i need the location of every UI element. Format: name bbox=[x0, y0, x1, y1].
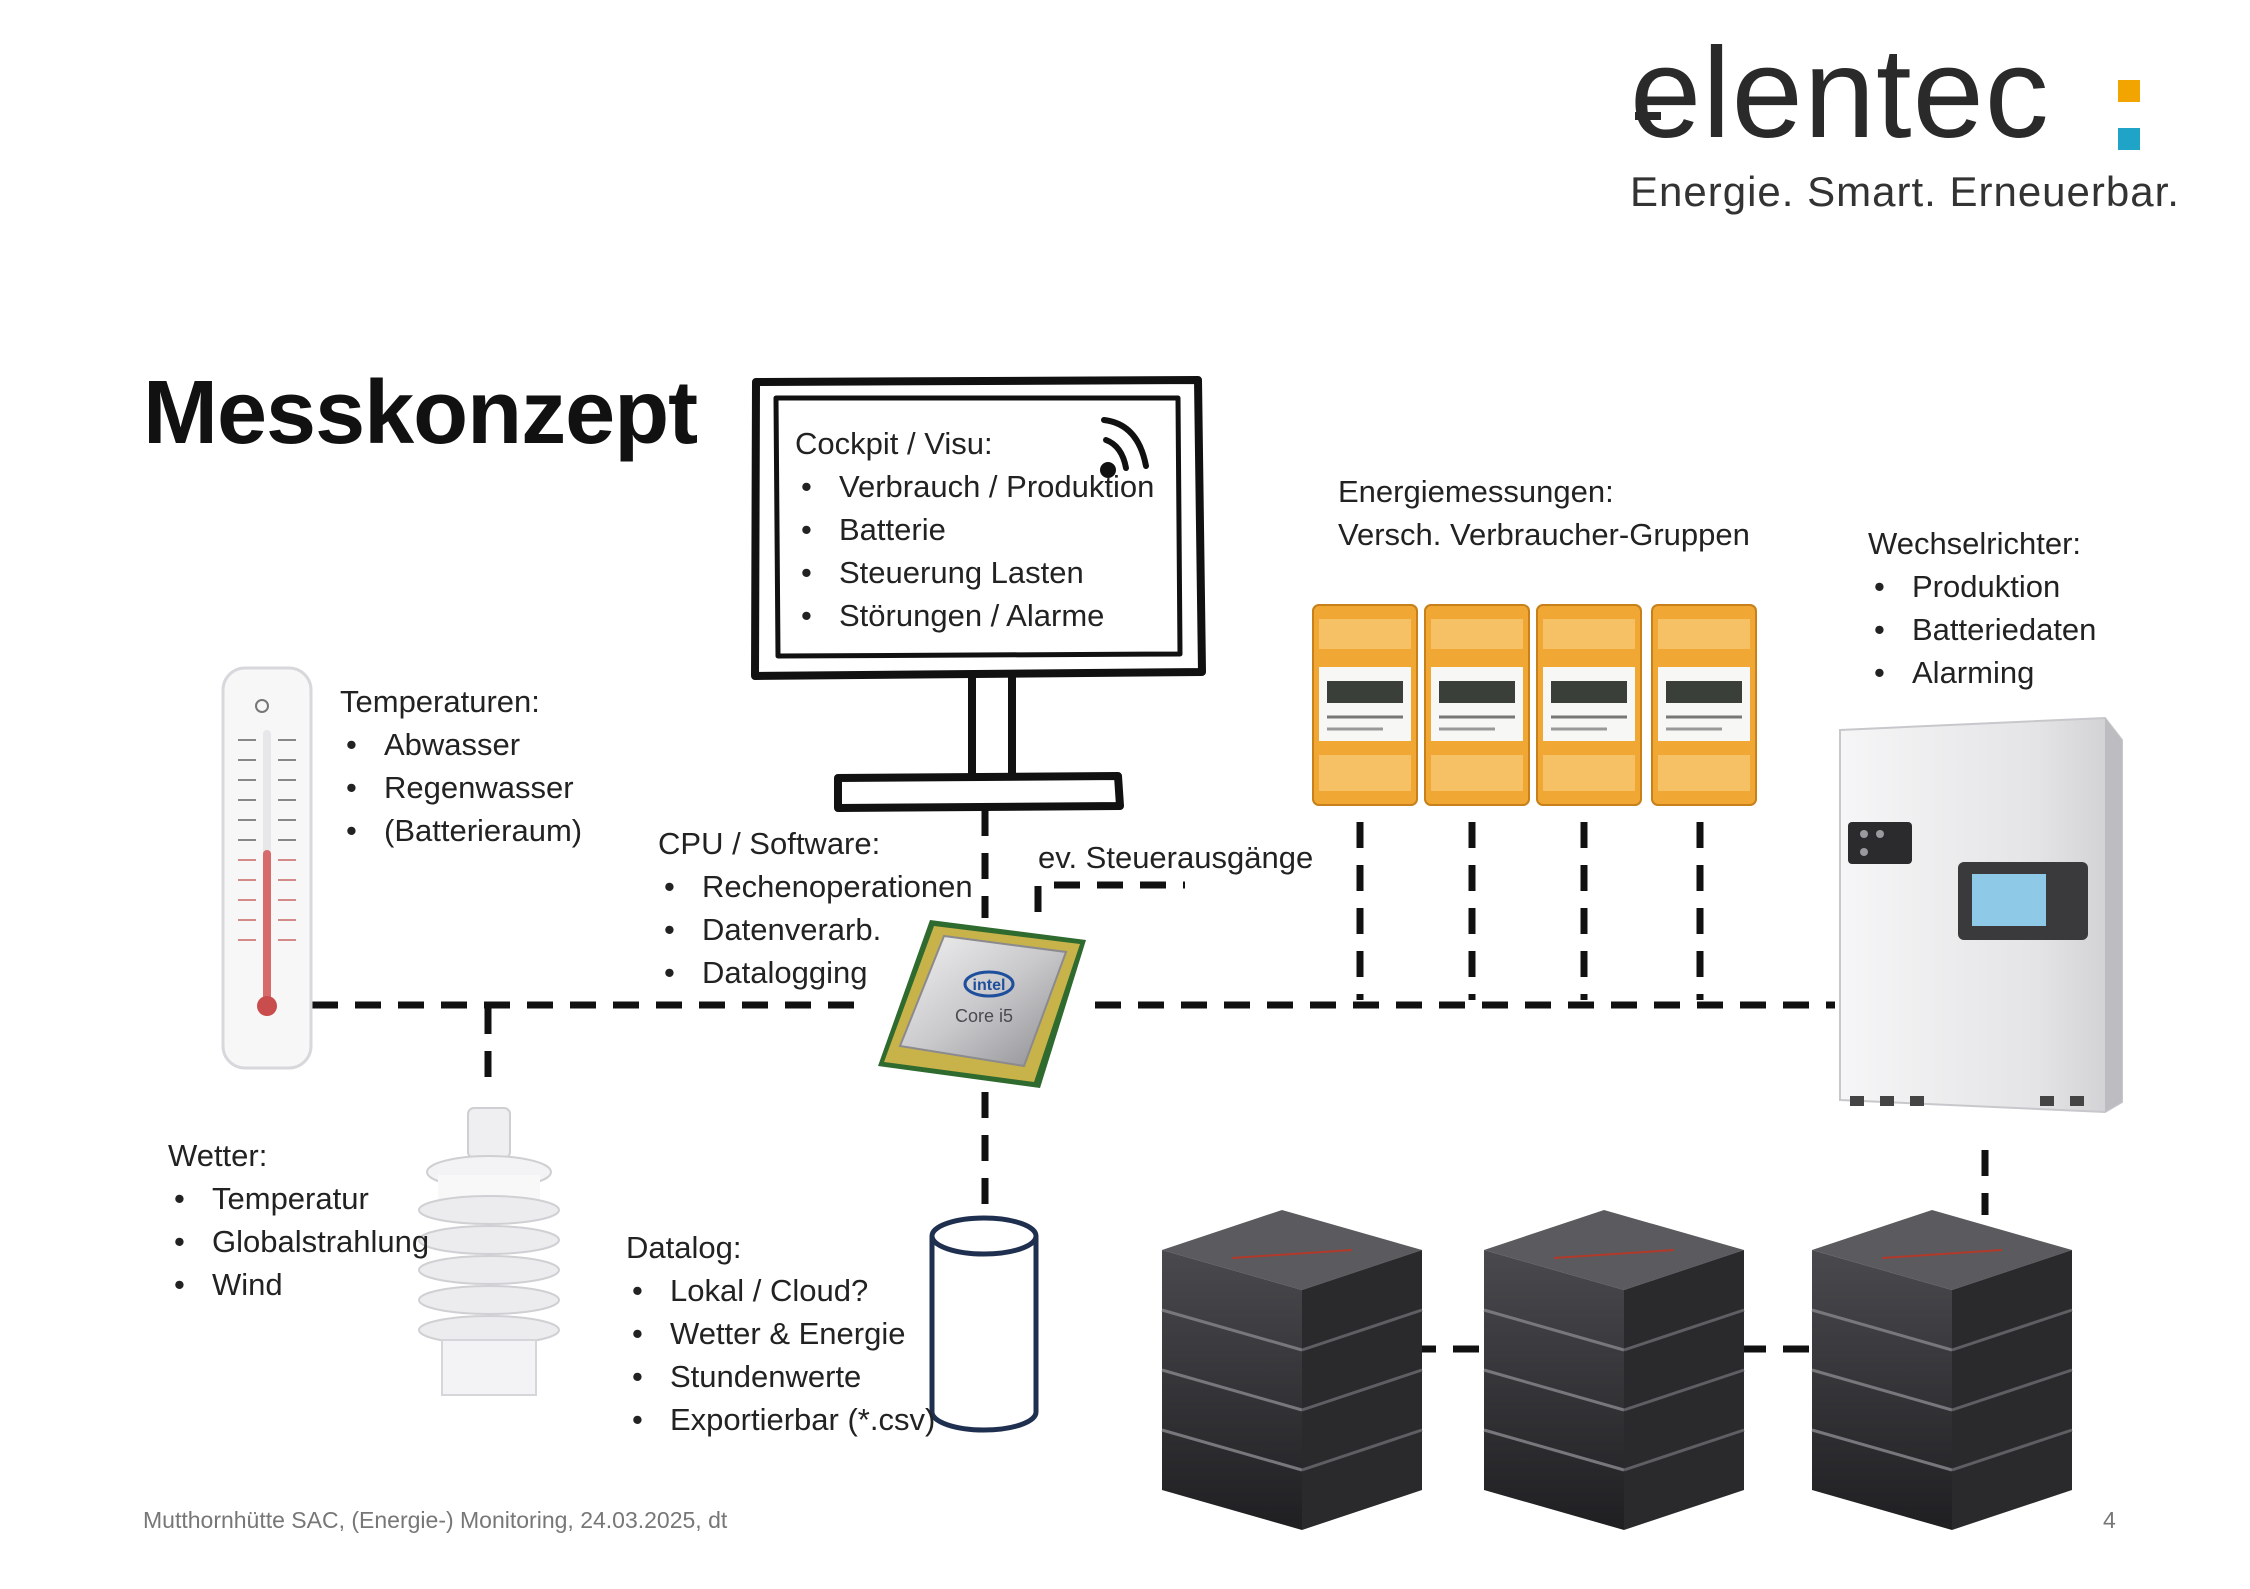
list-item: Rechenoperationen bbox=[658, 865, 973, 908]
weather-block: Wetter: Temperatur Globalstrahlung Wind bbox=[168, 1134, 429, 1306]
page-number: 4 bbox=[2103, 1507, 2116, 1533]
weather-heading: Wetter: bbox=[168, 1138, 268, 1173]
connection-lines bbox=[312, 810, 1989, 1353]
logo-mark-icon bbox=[1635, 80, 2140, 150]
energy-meters bbox=[1311, 603, 1758, 807]
energy-meter-1-icon bbox=[1311, 603, 1419, 807]
temperature-block: Temperaturen: Abwasser Regenwasser (Batt… bbox=[340, 680, 582, 852]
cpu-block: CPU / Software: Rechenoperationen Datenv… bbox=[658, 822, 973, 994]
control-outputs-label: ev. Steuerausgänge bbox=[1038, 840, 1314, 875]
inverter-block: Wechselrichter: Produktion Batteriedaten… bbox=[1868, 522, 2096, 694]
datalog-block: Datalog: Lokal / Cloud? Wetter & Energie… bbox=[626, 1226, 935, 1441]
chip-model-label: Core i5 bbox=[955, 1006, 1013, 1026]
list-item: Batterie bbox=[795, 508, 1154, 551]
list-item: Lokal / Cloud? bbox=[626, 1269, 935, 1312]
list-item: Datalogging bbox=[658, 951, 973, 994]
list-item: Exportierbar (*.csv) bbox=[626, 1398, 935, 1441]
list-item: Datenverarb. bbox=[658, 908, 973, 951]
energy-meter-4-icon bbox=[1650, 603, 1758, 807]
battery-stack-1-icon bbox=[1160, 1208, 1424, 1532]
energy-meter-3-icon bbox=[1535, 603, 1643, 807]
temperature-heading: Temperaturen: bbox=[340, 684, 540, 719]
list-item: Störungen / Alarme bbox=[795, 594, 1154, 637]
list-item: Wetter & Energie bbox=[626, 1312, 935, 1355]
inverter-heading: Wechselrichter: bbox=[1868, 526, 2082, 561]
list-item: Wind bbox=[168, 1263, 429, 1306]
chip-brand-label: intel bbox=[973, 977, 1006, 994]
cockpit-heading: Cockpit / Visu: bbox=[795, 426, 993, 461]
logo-wordmark: elentec bbox=[1630, 22, 2050, 165]
database-icon bbox=[929, 1215, 1039, 1433]
list-item: Batteriedaten bbox=[1868, 608, 2096, 651]
weather-station-icon bbox=[418, 1107, 560, 1396]
list-item: (Batterieraum) bbox=[340, 809, 582, 852]
cockpit-block: Cockpit / Visu: Verbrauch / Produktion B… bbox=[795, 422, 1154, 637]
footer-text: Mutthornhütte SAC, (Energie-) Monitoring… bbox=[143, 1507, 728, 1533]
energy-heading: Energiemessungen: bbox=[1338, 474, 1614, 509]
page-title: Messkonzept bbox=[143, 363, 698, 463]
list-item: Abwasser bbox=[340, 723, 582, 766]
energy-subheading: Versch. Verbraucher-Gruppen bbox=[1338, 517, 1750, 552]
battery-stack-3-icon bbox=[1810, 1208, 2074, 1532]
control-output-line bbox=[1034, 881, 1185, 912]
list-item: Globalstrahlung bbox=[168, 1220, 429, 1263]
energy-meter-2-icon bbox=[1423, 603, 1531, 807]
cpu-heading: CPU / Software: bbox=[658, 826, 881, 861]
inverter-icon bbox=[1839, 716, 2123, 1114]
list-item: Regenwasser bbox=[340, 766, 582, 809]
monitor-icon bbox=[751, 376, 1206, 812]
list-item: Produktion bbox=[1868, 565, 2096, 608]
list-item: Stundenwerte bbox=[626, 1355, 935, 1398]
thermometer-icon bbox=[221, 666, 313, 1070]
logo-tagline: Energie. Smart. Erneuerbar. bbox=[1630, 168, 2180, 215]
battery-stack-2-icon bbox=[1482, 1208, 1746, 1532]
battery-stacks bbox=[1160, 1208, 2074, 1532]
list-item: Verbrauch / Produktion bbox=[795, 465, 1154, 508]
list-item: Temperatur bbox=[168, 1177, 429, 1220]
list-item: Steuerung Lasten bbox=[795, 551, 1154, 594]
list-item: Alarming bbox=[1868, 651, 2096, 694]
datalog-heading: Datalog: bbox=[626, 1230, 742, 1265]
energy-block: Energiemessungen: Versch. Verbraucher-Gr… bbox=[1338, 470, 1750, 556]
